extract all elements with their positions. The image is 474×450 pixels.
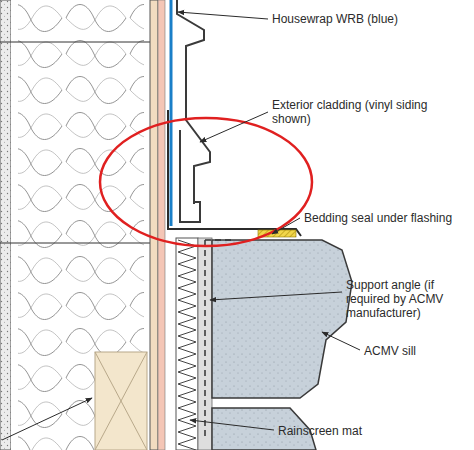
leader-line bbox=[178, 12, 268, 19]
flashing bbox=[168, 110, 301, 236]
support-angle-leg bbox=[205, 239, 232, 241]
callout-label: Housewrap WRB (blue) bbox=[272, 12, 398, 26]
leader-line bbox=[200, 112, 268, 142]
callout-label: Rainscreen mat bbox=[278, 424, 362, 438]
support-angle bbox=[204, 240, 206, 440]
callout-label: Exterior cladding (vinyl siding shown) bbox=[272, 98, 468, 126]
callout-label: Support angle (if required by ACMV manuf… bbox=[346, 278, 470, 320]
sheathing bbox=[150, 0, 158, 450]
j-channel bbox=[180, 130, 200, 222]
plate-line bbox=[0, 243, 150, 244]
leader-line bbox=[322, 332, 360, 350]
rainscreen-texture bbox=[178, 240, 196, 450]
housewrap-wrb bbox=[170, 0, 173, 226]
callout-label: ACMV sill bbox=[364, 344, 416, 358]
gypsum-texture bbox=[0, 0, 11, 450]
gypsum-board bbox=[0, 0, 11, 450]
blocking-cross bbox=[95, 352, 147, 450]
exterior-layer bbox=[158, 0, 165, 450]
scratch-coat bbox=[198, 238, 212, 450]
blocking bbox=[95, 352, 147, 450]
leader-line bbox=[272, 218, 300, 234]
leader-line bbox=[210, 292, 342, 300]
leader-line bbox=[2, 398, 92, 440]
acmv-sill bbox=[212, 240, 352, 398]
plate-line bbox=[0, 42, 150, 43]
leader-line bbox=[190, 420, 274, 430]
callout-label: Bedding seal under flashing bbox=[304, 211, 452, 225]
highlight-ellipse bbox=[100, 118, 312, 246]
vinyl-siding bbox=[177, 0, 210, 204]
rainscreen-mat bbox=[176, 238, 198, 450]
